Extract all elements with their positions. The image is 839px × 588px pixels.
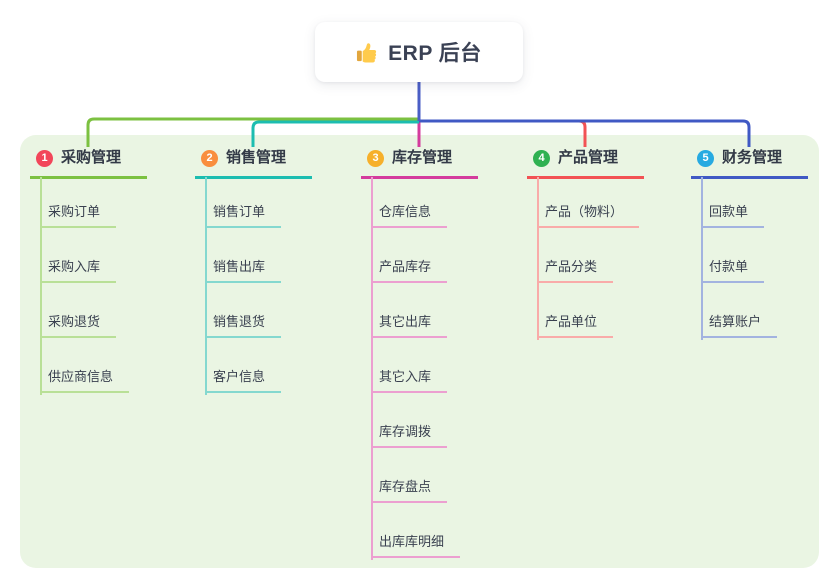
- child-node[interactable]: 采购订单: [40, 203, 117, 228]
- child-node[interactable]: 付款单: [701, 258, 765, 283]
- child-node[interactable]: 产品（物料）: [537, 203, 640, 228]
- child-connector-line: [40, 177, 42, 395]
- branch-node-1[interactable]: 1 采购管理: [30, 147, 147, 179]
- child-node[interactable]: 库存调拨: [371, 423, 448, 448]
- branch-node-label: 库存管理: [392, 149, 453, 166]
- root-node[interactable]: ERP 后台: [315, 22, 523, 82]
- child-connector-line: [205, 177, 207, 395]
- branch-node-label: 销售管理: [226, 149, 287, 166]
- branch-number-badge: 1: [36, 149, 53, 167]
- branch-number-badge: 3: [367, 149, 384, 167]
- branch-node-label: 采购管理: [61, 149, 122, 166]
- branch-node-label: 产品管理: [558, 149, 619, 166]
- child-node[interactable]: 结算账户: [701, 313, 778, 338]
- child-node[interactable]: 库存盘点: [371, 478, 448, 503]
- branch-number-badge: 2: [201, 149, 218, 167]
- child-node[interactable]: 销售出库: [205, 258, 282, 283]
- child-node[interactable]: 其它出库: [371, 313, 448, 338]
- thumbs-up-icon: [356, 41, 379, 64]
- child-node[interactable]: 销售退货: [205, 313, 282, 338]
- child-node[interactable]: 供应商信息: [40, 368, 130, 393]
- child-node[interactable]: 客户信息: [205, 368, 282, 393]
- child-node[interactable]: 采购入库: [40, 258, 117, 283]
- child-node[interactable]: 采购退货: [40, 313, 117, 338]
- child-node[interactable]: 出库库明细: [371, 533, 461, 558]
- branch-node-4[interactable]: 4 产品管理: [527, 147, 644, 179]
- child-node[interactable]: 产品库存: [371, 258, 448, 283]
- root-node-label: ERP 后台: [388, 42, 482, 65]
- branch-number-badge: 4: [533, 149, 550, 167]
- child-node[interactable]: 其它入库: [371, 368, 448, 393]
- child-node[interactable]: 产品单位: [537, 313, 614, 338]
- child-node[interactable]: 销售订单: [205, 203, 282, 228]
- child-node[interactable]: 仓库信息: [371, 203, 448, 228]
- branch-number-badge: 5: [697, 149, 714, 167]
- child-connector-line: [537, 177, 539, 340]
- child-node[interactable]: 产品分类: [537, 258, 614, 283]
- child-node[interactable]: 回款单: [701, 203, 765, 228]
- child-connector-line: [371, 177, 373, 560]
- mindmap-canvas-panel: [20, 135, 819, 568]
- branch-node-3[interactable]: 3 库存管理: [361, 147, 478, 179]
- child-connector-line: [701, 177, 703, 340]
- branch-node-label: 财务管理: [722, 149, 783, 166]
- branch-node-2[interactable]: 2 销售管理: [195, 147, 312, 179]
- branch-node-5[interactable]: 5 财务管理: [691, 147, 808, 179]
